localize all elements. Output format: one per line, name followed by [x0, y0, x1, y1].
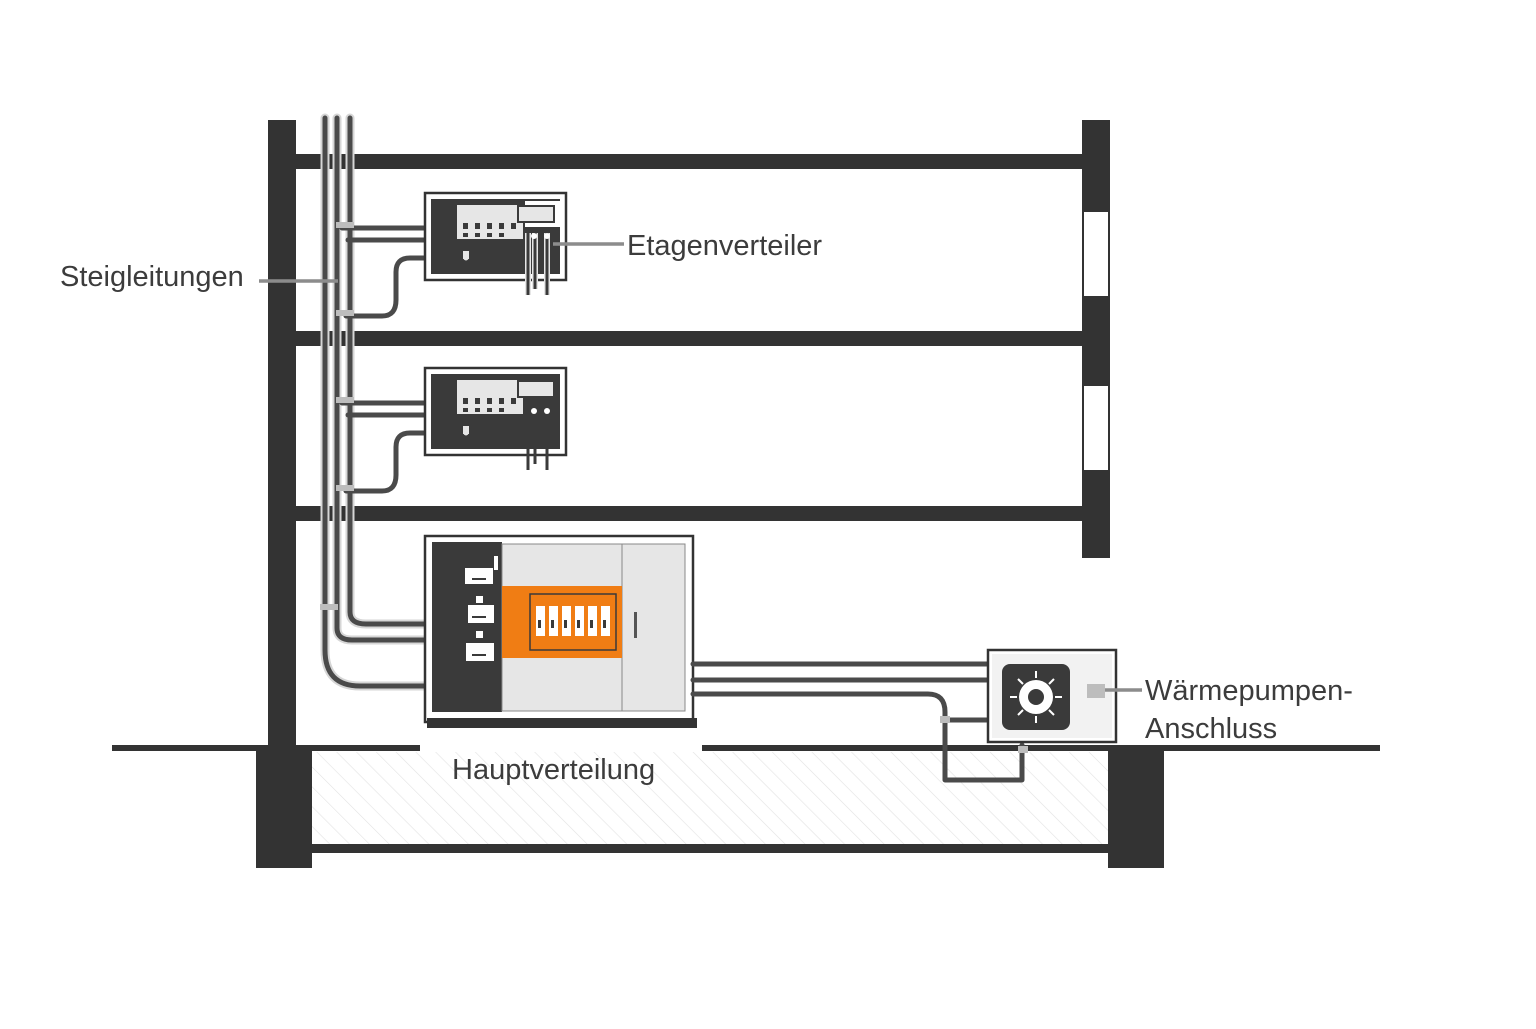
- riser-cable-c: [347, 115, 433, 627]
- building-structure: [268, 120, 1110, 752]
- risers-label: Steigleitungen: [60, 261, 244, 293]
- basement-floor-slab: [310, 844, 1110, 853]
- basement: [256, 748, 1164, 868]
- floor-distributor-middle: [423, 366, 568, 470]
- riser-cable-a: [322, 115, 433, 689]
- right-wall: [1082, 120, 1110, 558]
- breaker-icon: [536, 606, 610, 636]
- heat-pump-cables: [690, 661, 1028, 783]
- leader-lines: [259, 242, 1142, 692]
- slab-floor-2: [296, 331, 1084, 346]
- slab-floor-1: [296, 506, 1084, 521]
- meter-icon: [517, 380, 555, 398]
- basement-wall-right: [1108, 748, 1164, 868]
- ground-line: [112, 745, 1380, 751]
- heat-pump-unit: [986, 648, 1118, 744]
- window-upper: [1084, 212, 1108, 296]
- slab-roof: [296, 154, 1084, 169]
- riser-cables: [320, 113, 435, 691]
- riser-cable-b: [334, 115, 433, 643]
- window-middle: [1084, 386, 1108, 470]
- main-distribution-door: [621, 543, 686, 712]
- heat-pump-label-line1: Wärmepumpen-: [1145, 675, 1353, 707]
- heat-pump-label-line2: Anschluss: [1145, 713, 1277, 745]
- basement-wall-left: [256, 748, 312, 868]
- ground-hatch: [310, 752, 1110, 848]
- main-distribution-cabinet: [423, 534, 697, 728]
- main-distribution-left-panel: [432, 542, 502, 712]
- left-wall: [268, 120, 296, 752]
- fan-icon: [1010, 671, 1062, 723]
- meter-icon: [517, 205, 555, 223]
- floor-distributor-upper: [423, 191, 568, 295]
- floor-distributor-label: Etagenverteiler: [627, 230, 822, 262]
- main-distribution-label: Hauptverteilung: [452, 754, 655, 786]
